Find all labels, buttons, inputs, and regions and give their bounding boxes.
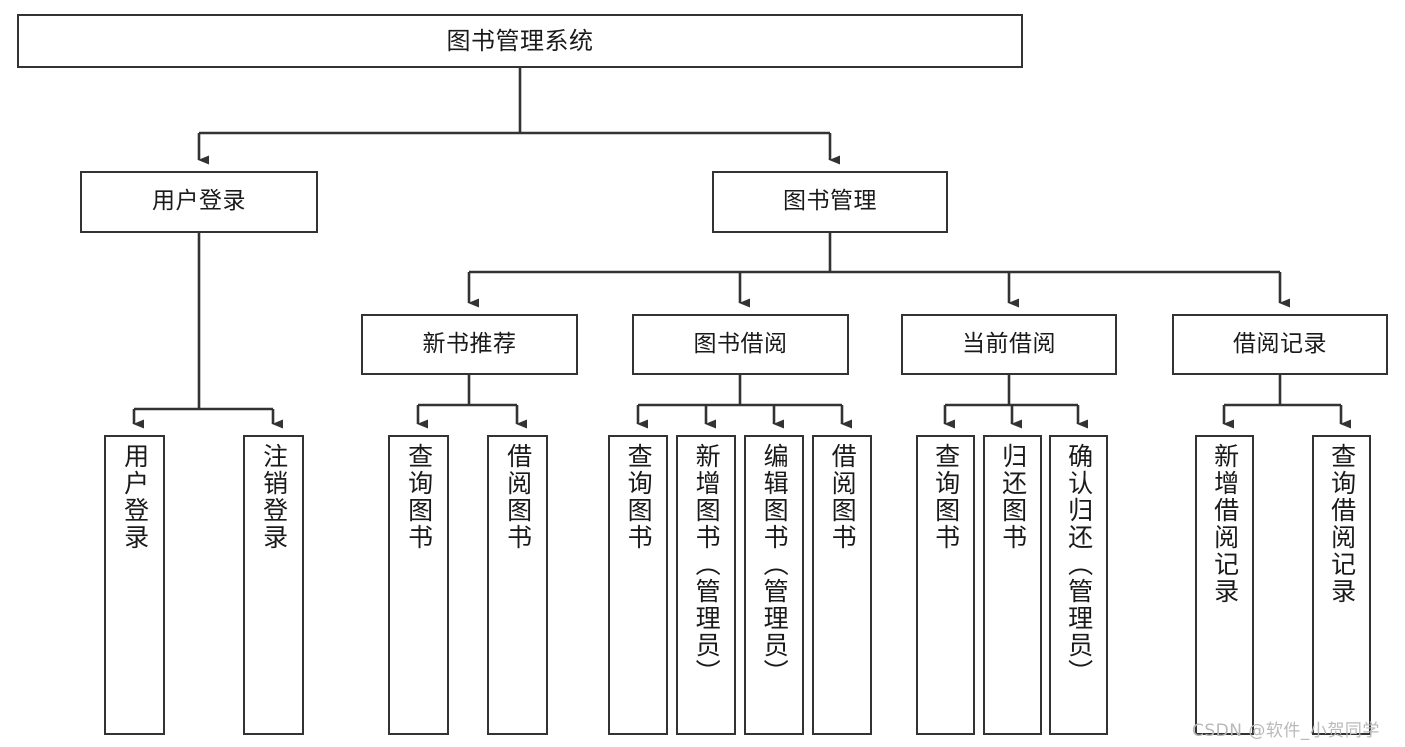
node-label: 图书管理系统 (446, 26, 594, 55)
node-leaf-query-book-3[interactable]: 查询图书 (916, 435, 975, 735)
node-leaf-query-book-2[interactable]: 查询图书 (608, 435, 668, 735)
node-leaf-add-book[interactable]: 新增图书（管理员） (676, 435, 736, 735)
node-label: 图书借阅 (693, 330, 788, 357)
node-label: 查询借阅记录 (1327, 443, 1357, 605)
node-book-borrow[interactable]: 图书借阅 (632, 314, 849, 375)
node-label: 编辑图书（管理员） (760, 443, 790, 686)
node-borrow-record[interactable]: 借阅记录 (1172, 314, 1388, 375)
node-book-manage[interactable]: 图书管理 (712, 171, 948, 233)
node-label: 查询图书 (404, 443, 434, 551)
node-label: 确认归还（管理员） (1064, 443, 1094, 686)
node-label: 新增图书（管理员） (692, 443, 722, 686)
node-label: 当前借阅 (962, 330, 1056, 357)
node-label: 新增借阅记录 (1210, 443, 1240, 605)
node-leaf-confirm-return[interactable]: 确认归还（管理员） (1049, 435, 1108, 735)
node-label: 借阅图书 (828, 443, 858, 551)
node-label: 借阅记录 (1233, 330, 1327, 357)
node-label: 查询图书 (624, 443, 654, 551)
node-current-borrow[interactable]: 当前借阅 (901, 314, 1117, 375)
node-leaf-return-book[interactable]: 归还图书 (983, 435, 1042, 735)
node-label: 归还图书 (998, 443, 1028, 551)
node-label: 注销登录 (259, 443, 289, 551)
node-leaf-add-record[interactable]: 新增借阅记录 (1195, 435, 1254, 735)
csdn-watermark: CSDN @软件_小贺同学 (1192, 721, 1380, 741)
node-leaf-user-login[interactable]: 用户登录 (104, 435, 165, 735)
node-label: 用户登录 (120, 443, 150, 551)
node-leaf-query-book-1[interactable]: 查询图书 (388, 435, 449, 735)
node-leaf-borrow-book-2[interactable]: 借阅图书 (812, 435, 872, 735)
node-leaf-user-logout[interactable]: 注销登录 (243, 435, 304, 735)
node-label: 借阅图书 (503, 443, 533, 551)
node-label: 图书管理 (783, 188, 877, 215)
node-leaf-borrow-book-1[interactable]: 借阅图书 (487, 435, 548, 735)
node-root[interactable]: 图书管理系统 (17, 14, 1023, 68)
node-new-book-rec[interactable]: 新书推荐 (361, 314, 578, 375)
node-label: 新书推荐 (422, 330, 517, 357)
node-leaf-edit-book[interactable]: 编辑图书（管理员） (744, 435, 804, 735)
node-leaf-query-record[interactable]: 查询借阅记录 (1312, 435, 1371, 735)
node-label: 查询图书 (931, 443, 961, 551)
node-label: 用户登录 (152, 188, 246, 215)
node-user-login[interactable]: 用户登录 (80, 171, 318, 233)
